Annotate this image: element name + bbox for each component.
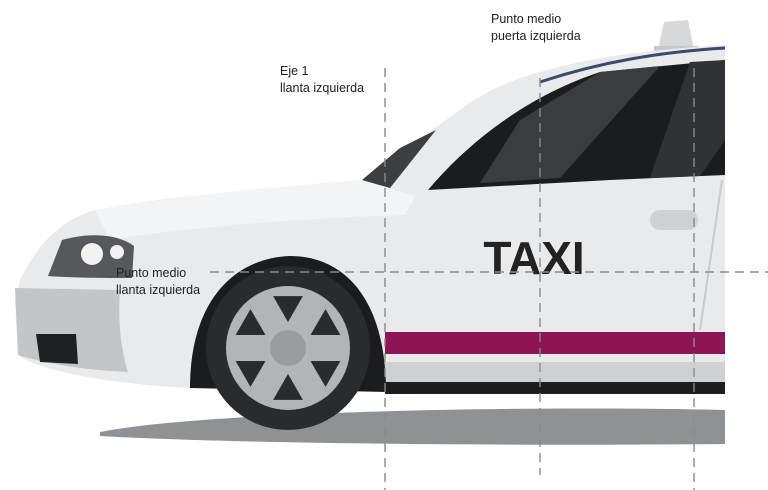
side-stripe xyxy=(385,332,725,354)
axle-label-line-1: Eje 1 xyxy=(280,64,309,78)
window-reflection-2 xyxy=(650,60,725,178)
rocker-panel xyxy=(385,362,725,382)
wheel-label-line-1: Punto medio xyxy=(116,266,187,280)
a-pillar-trim xyxy=(362,130,436,188)
front-wheel xyxy=(206,266,370,430)
rim-spoke-hole xyxy=(310,361,341,387)
headlight-lamp-2 xyxy=(110,245,124,259)
taxi-lettering: TAXI xyxy=(483,232,584,284)
wheel-midpoint-label: Punto medio llanta izquierda xyxy=(116,265,200,299)
wheel-label-line-2: llanta izquierda xyxy=(116,283,201,297)
black-sill xyxy=(385,382,725,394)
rim-spoke-hole xyxy=(310,309,341,335)
window-reflection xyxy=(480,66,660,183)
rim-spoke-hole xyxy=(235,309,266,335)
door-label-line-2: puerta izquierda xyxy=(491,29,581,43)
roof-sign xyxy=(658,20,694,50)
grille-slot xyxy=(36,334,78,364)
rim-spoke-hole xyxy=(273,374,303,400)
door-midpoint-label: Punto medio puerta izquierda xyxy=(491,11,581,45)
axle-label-line-2: llanta izquierda xyxy=(280,81,365,95)
headlight-lamp-1 xyxy=(81,243,103,265)
door-gap xyxy=(699,179,723,331)
rim-spoke-holes xyxy=(235,296,341,400)
hood-highlight xyxy=(95,180,415,240)
axle-label: Eje 1 llanta izquierda xyxy=(280,63,364,97)
ground-shadow xyxy=(100,408,725,445)
door-handle xyxy=(650,210,698,230)
hub-cap xyxy=(270,330,306,366)
rim-spoke-hole xyxy=(235,361,266,387)
roof-trim xyxy=(539,46,726,84)
rim-spoke-hole xyxy=(273,296,303,322)
door-label-line-1: Punto medio xyxy=(491,12,562,26)
